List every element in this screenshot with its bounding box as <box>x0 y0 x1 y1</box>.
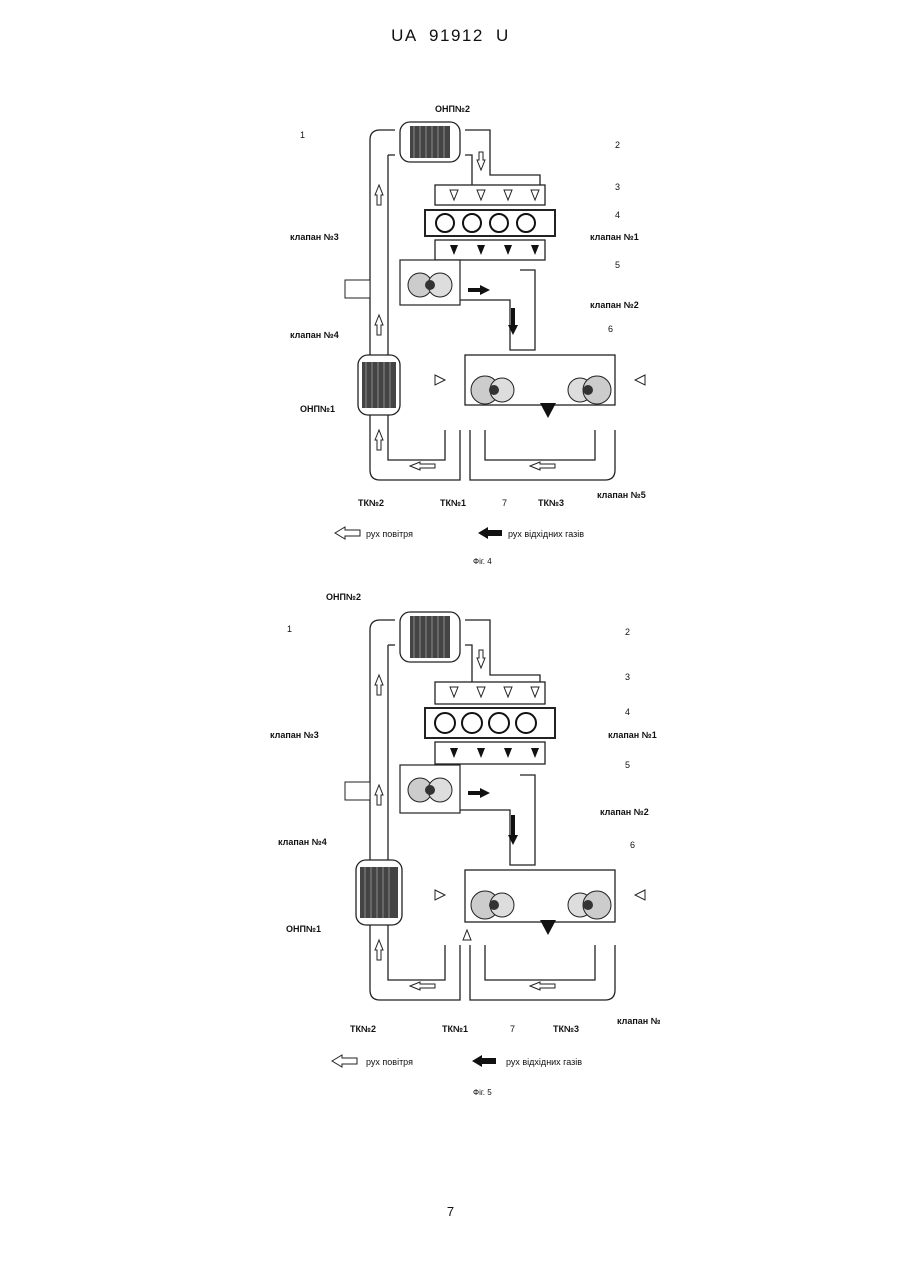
legend-exhaust-label: рух відхідних газів <box>506 1057 582 1067</box>
label-7: 7 <box>510 1024 515 1034</box>
label-valve3: клапан №3 <box>290 232 339 242</box>
label-4: 4 <box>625 707 630 717</box>
legend-exhaust-arrow <box>478 527 502 539</box>
turbocharger-1 <box>471 376 514 404</box>
label-valve2: клапан №2 <box>600 807 649 817</box>
turbocharger-3 <box>568 891 611 919</box>
intercooler-1 <box>358 355 400 415</box>
label-2: 2 <box>615 140 620 150</box>
legend-air-label: рух повітря <box>366 1057 413 1067</box>
label-1: 1 <box>300 130 305 140</box>
legend-exhaust-label: рух відхідних газів <box>508 529 584 539</box>
label-valve4: клапан №4 <box>290 330 339 340</box>
exhaust-manifold <box>435 240 545 260</box>
legend-air-label: рух повітря <box>366 529 413 539</box>
label-tk2: ТК№2 <box>350 1024 376 1034</box>
label-valve5: клапан №5 <box>597 490 646 500</box>
label-onp2: ОНП№2 <box>326 592 361 602</box>
document-header: UA 91912 U <box>0 26 901 46</box>
label-3: 3 <box>615 182 620 192</box>
label-tk3: ТК№3 <box>553 1024 579 1034</box>
figure-5-caption: Фіг. 5 <box>473 1088 492 1097</box>
label-7: 7 <box>502 498 507 508</box>
turbocharger-3 <box>568 376 611 404</box>
label-tk1: ТК№1 <box>442 1024 468 1034</box>
intercooler-2 <box>400 122 460 162</box>
label-1: 1 <box>287 624 292 634</box>
engine-block <box>425 708 555 738</box>
label-5: 5 <box>615 260 620 270</box>
intercooler-1 <box>356 860 402 925</box>
engine-block <box>425 210 555 236</box>
label-3: 3 <box>625 672 630 682</box>
turbocharger-2 <box>400 260 460 305</box>
label-onp1: ОНП№1 <box>300 404 335 414</box>
figure-4-caption: Фіг. 4 <box>473 557 492 566</box>
label-6: 6 <box>608 324 613 334</box>
legend-air-arrow <box>335 527 360 539</box>
label-5: 5 <box>625 760 630 770</box>
intake-manifold <box>435 682 545 704</box>
label-onp2: ОНП№2 <box>435 104 470 114</box>
label-valve1: клапан №1 <box>590 232 639 242</box>
exhaust-manifold <box>435 742 545 764</box>
label-onp1: ОНП№1 <box>286 924 321 934</box>
turbocharger-2 <box>400 765 460 813</box>
label-valve4: клапан №4 <box>278 837 327 847</box>
label-4: 4 <box>615 210 620 220</box>
label-valve2: клапан №2 <box>590 300 639 310</box>
figure-5-diagram: ОНП№2 1 2 3 4 клапан №1 5 клапан №3 клап… <box>240 590 660 1070</box>
label-tk1: ТК№1 <box>440 498 466 508</box>
turbocharger-1 <box>471 891 514 919</box>
label-2: 2 <box>625 627 630 637</box>
label-valve1: клапан №1 <box>608 730 657 740</box>
page-number: 7 <box>0 1204 901 1219</box>
intercooler-2 <box>400 612 460 662</box>
legend-exhaust-arrow <box>472 1055 496 1067</box>
figure-4-diagram: ОНП№2 1 2 3 4 клапан №1 5 клапан №3 клап… <box>240 100 660 570</box>
label-valve3: клапан №3 <box>270 730 319 740</box>
label-valve5: клапан №5 <box>617 1016 660 1026</box>
label-tk3: ТК№3 <box>538 498 564 508</box>
legend-air-arrow <box>332 1055 357 1067</box>
label-tk2: ТК№2 <box>358 498 384 508</box>
label-6: 6 <box>630 840 635 850</box>
